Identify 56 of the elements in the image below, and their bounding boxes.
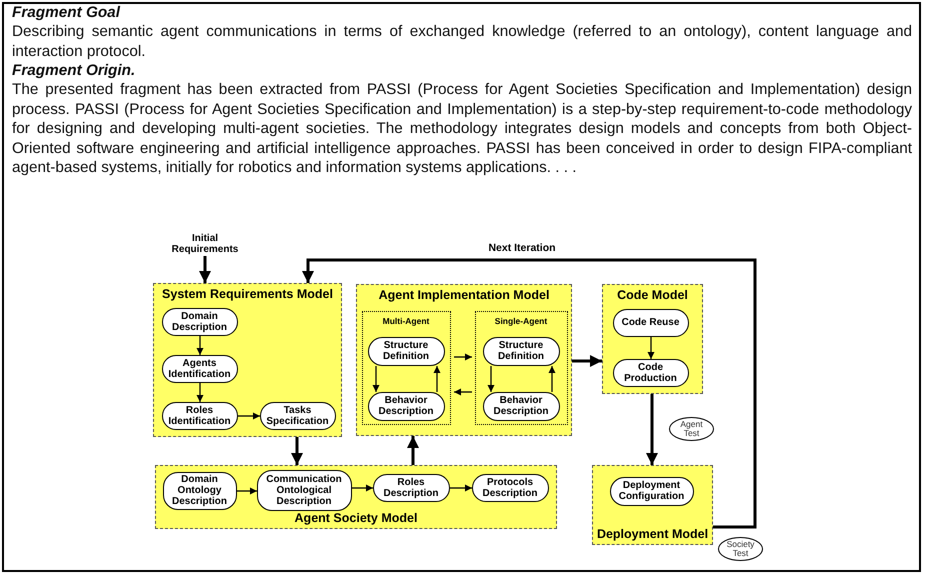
process-pill: Communication Ontological Description bbox=[256, 470, 352, 510]
model-panel bbox=[602, 284, 703, 394]
arrow bbox=[548, 366, 556, 392]
process-pill: Tasks Specification bbox=[260, 402, 336, 430]
test-ellipse: Agent Test bbox=[669, 417, 714, 441]
thick-arrow bbox=[199, 256, 211, 283]
thick-arrow bbox=[646, 394, 658, 465]
arrow bbox=[238, 412, 260, 420]
panel-title: Agent Implementation Model bbox=[378, 288, 550, 302]
thick-arrow bbox=[572, 355, 602, 367]
model-panel bbox=[153, 283, 342, 437]
arrow bbox=[450, 484, 472, 492]
section-heading: Fragment Origin. bbox=[12, 61, 136, 81]
process-pill: Deployment Configuration bbox=[610, 476, 694, 506]
panel-title: System Requirements Model bbox=[161, 287, 334, 301]
paragraph: The presented fragment has been extracted from PASSI (Process for Agent Societies Specification and Implementation) design process. PASSI (Process for Agent Societies Specification and Implementation) is a step-by-step requirement-to-code methodology for designing and developing multi-agent societies. The methodology integrates design models and concepts from both Object-Oriented software engineering and artificial intelligence approaches. PASSI has been conceived in order to design FIPA-compliant agent-based systems, initially for robotics and information systems applications. . . . bbox=[12, 80, 912, 178]
arrow bbox=[454, 388, 472, 396]
model-panel bbox=[356, 284, 572, 436]
panel-title: Agent Society Model bbox=[294, 511, 418, 525]
process-pill: Behavior Description bbox=[368, 392, 444, 420]
process-pill: Roles Identification bbox=[162, 402, 238, 430]
thick-arrow bbox=[302, 258, 756, 528]
thick-arrow bbox=[291, 437, 303, 465]
arrow bbox=[196, 336, 204, 355]
arrow bbox=[352, 484, 373, 492]
panel-title: Code Model bbox=[616, 288, 689, 302]
arrow bbox=[433, 366, 441, 392]
process-pill: Agents Identification bbox=[162, 354, 238, 382]
process-pill: Structure Definition bbox=[482, 336, 560, 366]
arrow bbox=[487, 366, 495, 392]
edge-label: Next Iteration bbox=[486, 242, 558, 254]
arrow bbox=[372, 366, 380, 392]
group-panel bbox=[362, 310, 450, 424]
process-pill: Protocols Description bbox=[472, 474, 548, 502]
process-pill: Domain Description bbox=[162, 308, 238, 336]
model-panel bbox=[592, 465, 713, 545]
arrow bbox=[196, 383, 204, 402]
thick-arrow bbox=[407, 436, 419, 465]
arrow bbox=[454, 353, 472, 361]
process-pill: Code Production bbox=[612, 358, 688, 386]
group-panel bbox=[474, 310, 568, 424]
model-panel bbox=[155, 465, 557, 529]
process-pill: Roles Description bbox=[372, 474, 450, 502]
process-pill: Structure Definition bbox=[368, 336, 444, 366]
test-ellipse: Society Test bbox=[718, 537, 763, 561]
section-heading: Fragment Goal bbox=[12, 3, 122, 23]
process-pill: Domain Ontology Description bbox=[162, 472, 236, 510]
arrow bbox=[237, 487, 257, 495]
process-pill: Code Reuse bbox=[612, 308, 688, 336]
input-label: Initial Requirements bbox=[160, 232, 250, 256]
panel-title: Deployment Model bbox=[596, 527, 710, 541]
process-pill: Behavior Description bbox=[482, 392, 560, 420]
panel-title: Multi-Agent bbox=[382, 316, 430, 326]
arrow bbox=[647, 337, 655, 359]
paragraph: Describing semantic agent communications in terms of exchanged knowledge (referred to an ontology), content language and interaction protocol. bbox=[12, 22, 912, 62]
panel-title: Single-Agent bbox=[494, 316, 548, 326]
